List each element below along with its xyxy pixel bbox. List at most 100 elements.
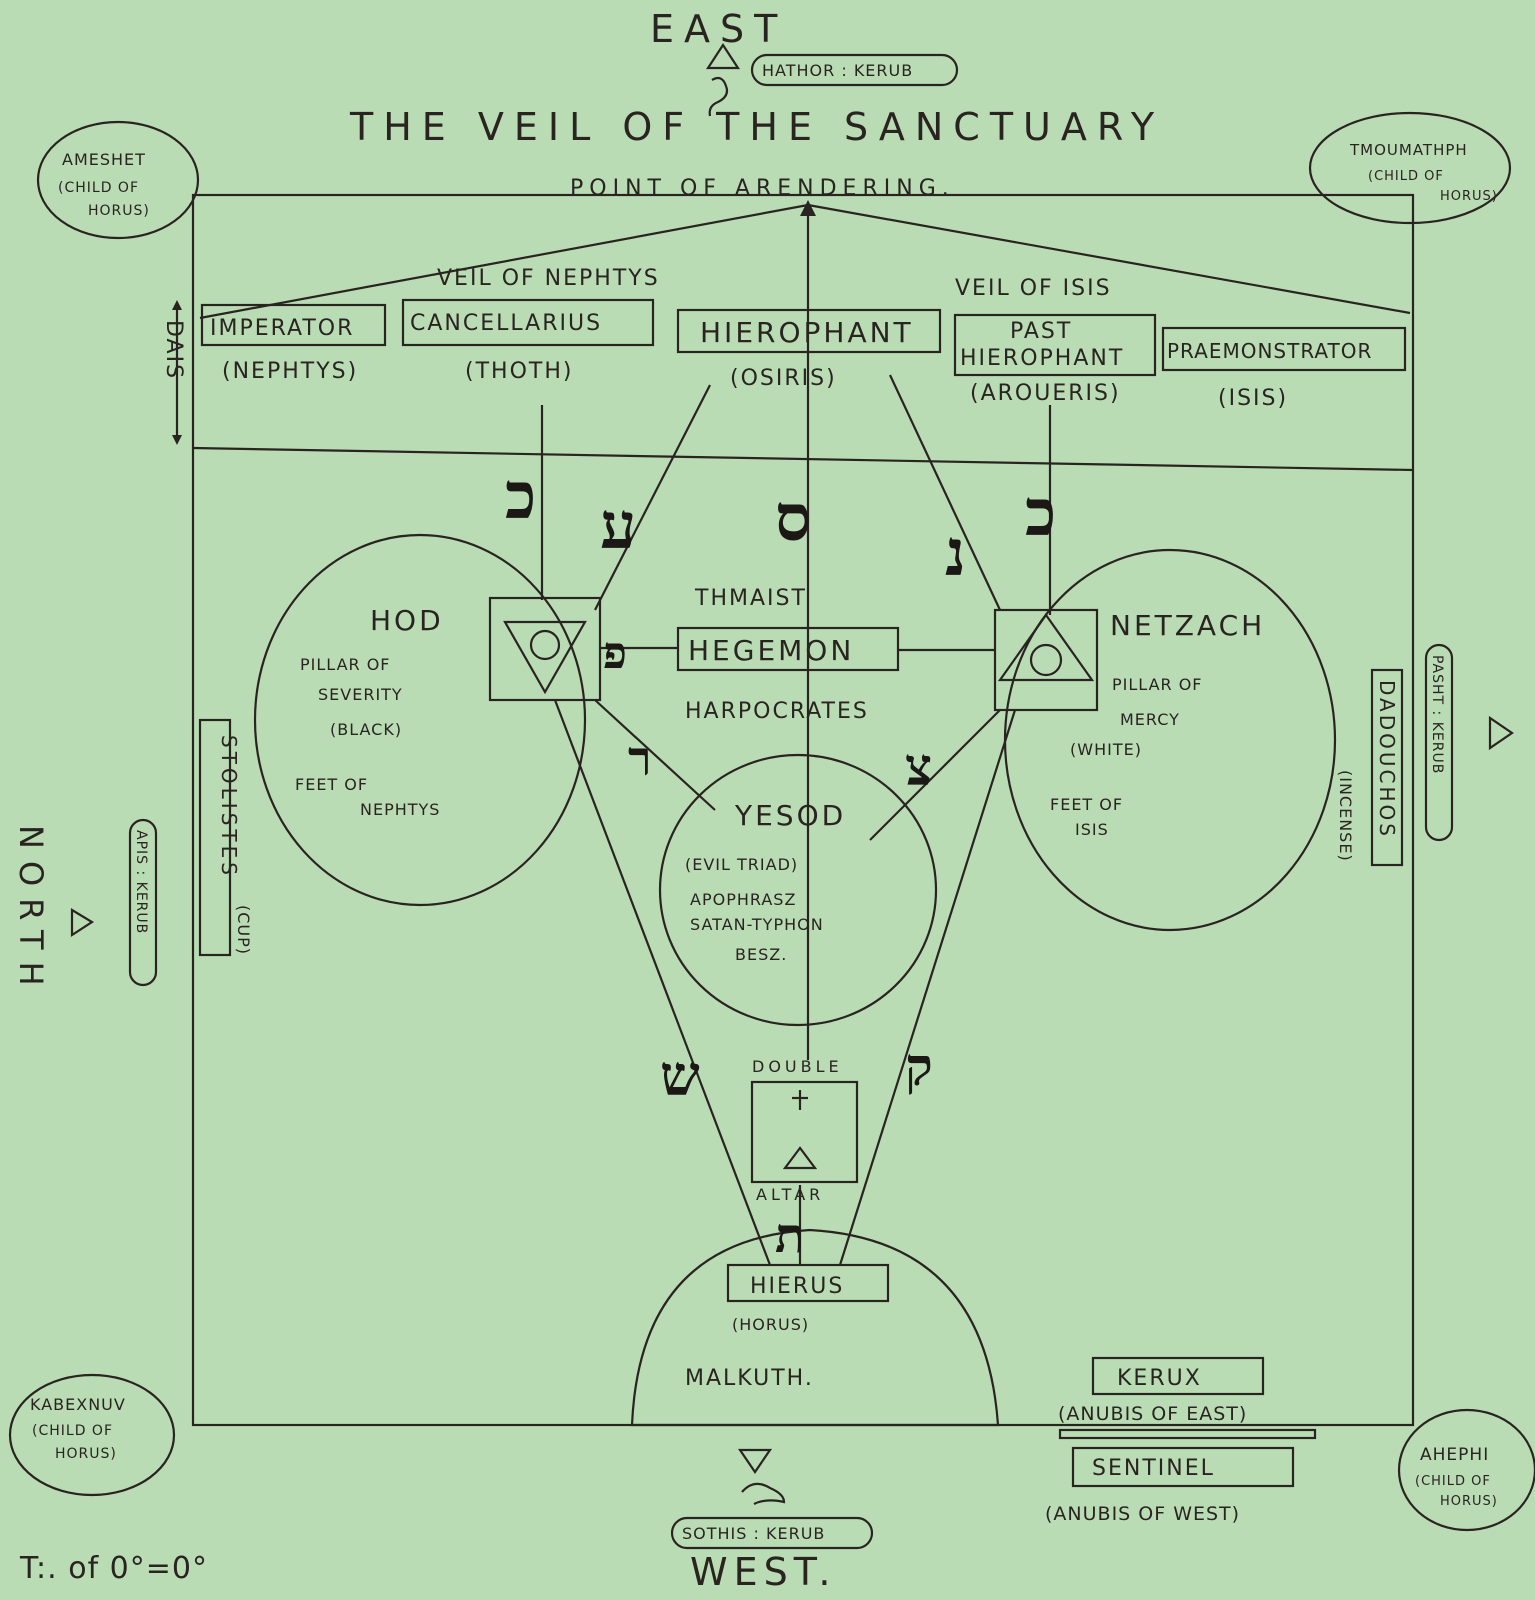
netzach-sphere [1003,548,1337,932]
ameshet-sub: (CHILD OF [58,180,139,196]
veil-nephtys-line [199,203,809,320]
tmoumathph-name: TMOUMATHPH [1349,141,1468,159]
veil-isis-line [807,203,1411,315]
path-netzach-malkuth [838,709,1017,1266]
yesod-line-1: (EVIL TRIAD) [685,855,798,874]
path-hierophant-hod [594,384,711,611]
kerux-god: (ANUBIS OF EAST) [1058,1403,1247,1425]
hebrew-letter-tzaddi: צ [905,737,932,798]
kabexnuv-sub: (CHILD OF [32,1423,113,1439]
ahephi-sub2: HORUS) [1440,1494,1498,1509]
hebrew-letter-kaph: כ [505,459,536,534]
path-hierophant-netzach [889,374,1001,611]
hebrew-letter-shin: ש [660,1043,700,1109]
netzach-line-3: (WHITE) [1070,740,1142,759]
hebrew-letter-qoph: ק [905,1037,933,1098]
netzach-line-4: FEET OF [1050,795,1123,814]
kabexnuv-sub2: HORUS) [55,1446,117,1462]
yesod-line-4: BESZ. [735,945,787,964]
altar-bottom-label: ALTAR [756,1185,824,1204]
praemonstrator-god: (ISIS) [1218,386,1288,411]
stolistes-label: STOLISTES [217,735,241,879]
hathor-glyph-icon [708,76,729,117]
hod-triangle-icon [503,620,587,695]
sothis-kerub-label: SOTHIS : KERUB [682,1524,825,1543]
praemonstrator-box [1161,326,1407,372]
altar-top-label: DOUBLE [752,1057,843,1076]
netzach-name: NETZACH [1110,609,1265,642]
praemonstrator-label: PRAEMONSTRATOR [1167,339,1372,363]
west-label: WEST. [690,1550,837,1594]
hod-line-1: PILLAR OF [300,655,391,674]
cancellarius-god: (THOTH) [465,359,573,384]
hiereus-label: HIERUS [750,1274,844,1299]
path-hod-malkuth [553,699,772,1266]
double-altar [750,1080,859,1184]
dadouchos-box [1370,668,1404,867]
tmoumathph-oval [1308,111,1512,225]
ameshet-name: AMESHET [62,150,146,169]
past-hierophant-label-2: HIEROPHANT [960,346,1124,371]
hebrew-letter-nun: נ [945,516,966,591]
thmaist-label: THMAIST [694,586,807,611]
hod-sphere [253,533,587,907]
kabexnuv-oval [8,1373,176,1497]
sentinel-box [1071,1446,1295,1488]
hebrew-letter-peh: פ [603,628,627,679]
east-label: EAST [650,7,787,51]
malkuth-name: MALKUTH. [685,1366,814,1391]
yesod-line-2: APOPHRASZ [690,890,796,909]
hod-station-box [488,596,602,702]
hod-line-3: (BLACK) [330,720,402,739]
imperator-label: IMPERATOR [210,316,354,341]
cancellarius-box [401,298,655,347]
yesod-name: YESOD [734,799,846,832]
harpocrates-label: HARPOCRATES [685,699,869,724]
cancellarius-label: CANCELLARIUS [410,311,602,336]
netzach-triangle-icon [997,613,1095,682]
netzach-station-box [993,608,1099,712]
hegemon-label: HEGEMON [688,634,854,667]
east-triangle-icon [705,42,741,70]
apis-kerub-oval [128,818,158,987]
ameshet-oval [36,120,200,240]
sentinel-god: (ANUBIS OF WEST) [1045,1503,1240,1525]
yesod-sphere [658,753,938,1027]
altar-triangle-icon [782,1146,818,1170]
ameshet-sub2: HORUS) [88,203,150,219]
path-netzach-yesod [869,709,1001,841]
stolistes-sub: (CUP) [234,905,253,955]
netzach-line-5: ISIS [1075,820,1109,839]
hebrew-letter-kaph-2: כ [1025,476,1056,551]
north-label: NORTH [12,825,50,998]
hierophant-god: (OSIRIS) [730,366,837,391]
hathor-kerub-oval [750,53,959,87]
apis-kerub-label: APIS : KERUB [133,830,149,934]
tmoumathph-sub: (CHILD OF [1368,169,1444,184]
hebrew-letter-resh: ר [628,731,652,787]
netzach-circle-icon [1029,643,1063,677]
diagram-title: THE VEIL OF THE SANCTUARY [349,105,1164,149]
hiereus-box [726,1263,890,1303]
malkuth-sphere [630,1228,1000,1427]
hod-line-4: FEET OF [295,775,368,794]
imperator-box [200,303,387,347]
past-hierophant-god: (AROUERIS) [970,381,1121,406]
kerux-box [1091,1356,1265,1396]
kabexnuv-name: KABEXNUV [30,1395,126,1414]
kerux-label: KERUX [1117,1366,1202,1391]
sothis-glyph-icon [741,1482,786,1505]
hod-name: HOD [370,604,444,637]
hebrew-letter-tau: ת [775,1208,804,1264]
hod-line-5: NEPHTYS [360,800,440,819]
hathor-kerub-label: HATHOR : KERUB [762,61,913,80]
sothis-kerub-oval [670,1516,874,1550]
path-hod-yesod [594,699,716,811]
point-arrow [800,200,816,216]
imperator-god: (NEPHTYS) [222,359,358,384]
hebrew-letter-samekh: ס [775,481,811,556]
hod-circle-icon [529,629,561,661]
past-hierophant-label: PAST [1010,319,1072,344]
stolistes-box [198,718,232,957]
